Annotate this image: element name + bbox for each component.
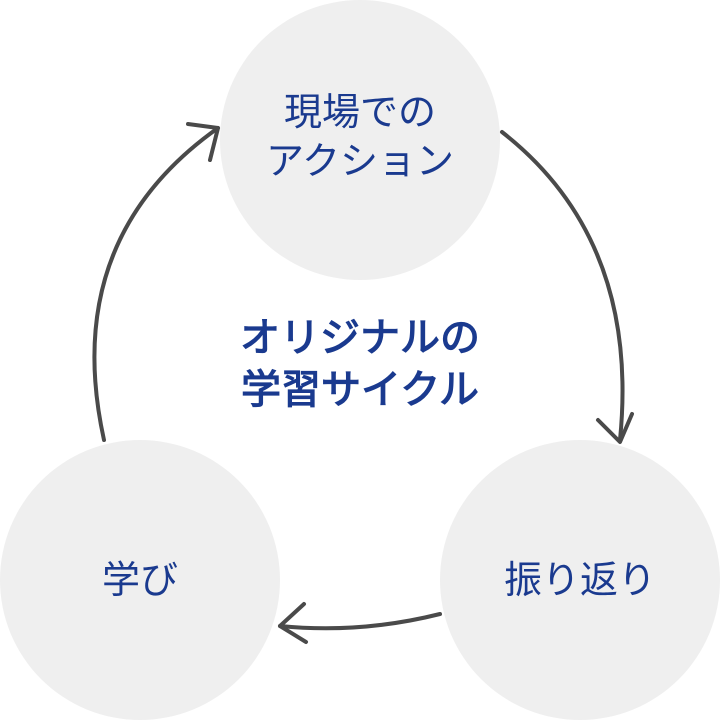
center-title-line1: オリジナルの [240,314,480,361]
node-action-line1: 現場での [283,90,436,134]
node-reflection-label: 振り返り [503,558,656,602]
node-circle-reflection [440,440,720,720]
node-circle-action [220,0,500,280]
arrow-action-to-reflection [500,130,625,442]
node-action-line2: アクション [265,139,455,184]
arrow-head-down-icon [596,412,634,444]
arrow-reflection-to-learning [278,612,442,631]
node-learning-label: 学び [101,558,178,602]
center-title: オリジナルの 学習サイクル [160,312,560,416]
node-circle-learning [0,440,280,720]
arrow-learning-to-action [92,126,220,442]
node-action-label: 現場での アクション [220,88,500,187]
arrow-head-left-icon [278,602,308,644]
center-title-line2: 学習サイクル [241,366,479,413]
arrow-head-right-icon [186,122,220,162]
